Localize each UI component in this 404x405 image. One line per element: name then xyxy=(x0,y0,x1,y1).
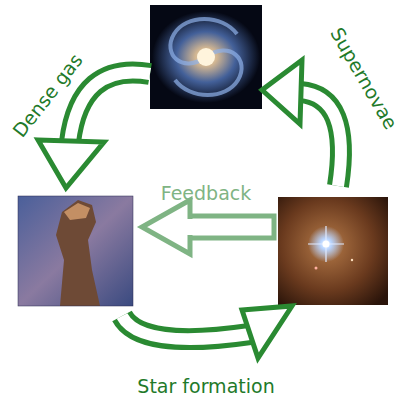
star-picture xyxy=(278,197,388,305)
arrow-label: Star formation xyxy=(137,377,274,396)
cycle-arrow xyxy=(122,306,292,358)
pillar-picture xyxy=(18,196,133,306)
cycle-arrow xyxy=(262,60,341,186)
feedback-arrow xyxy=(142,200,274,254)
feedback-label: Feedback xyxy=(161,184,251,203)
galaxy-picture xyxy=(150,5,262,109)
